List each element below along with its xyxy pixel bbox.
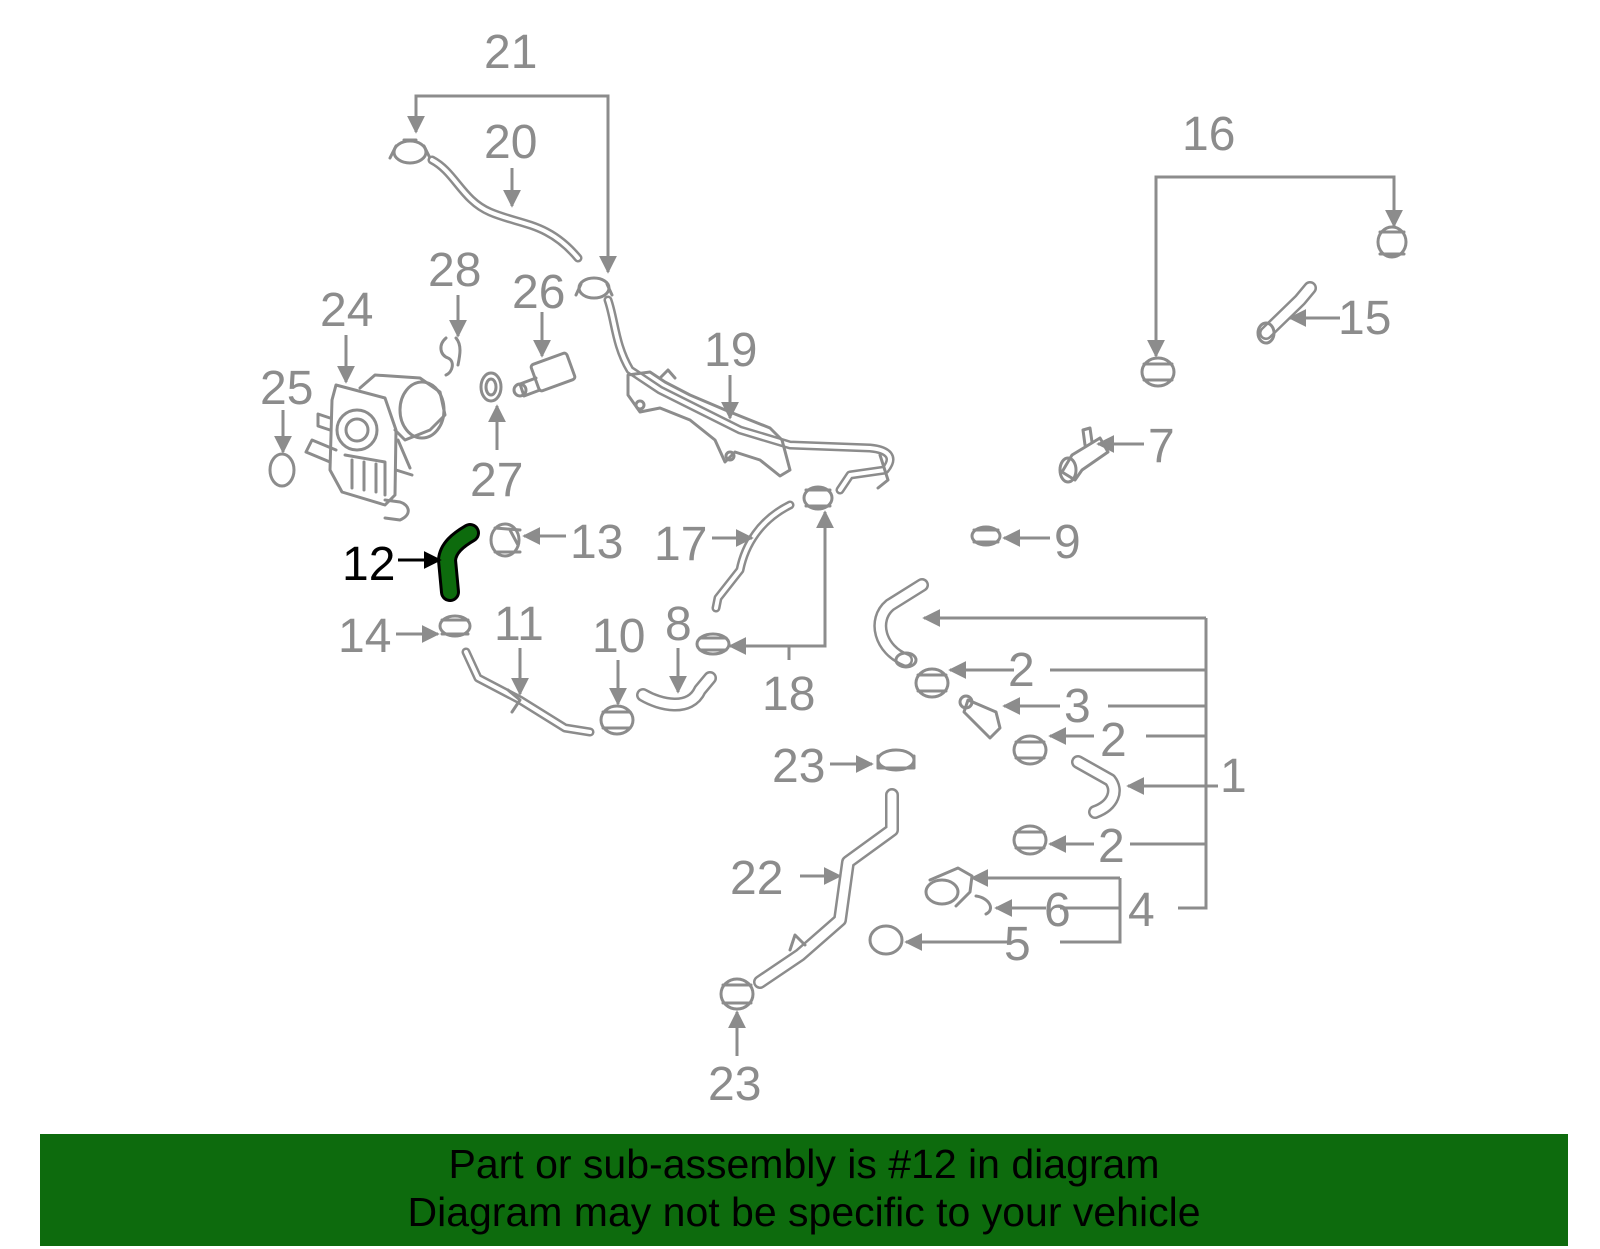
callout-12-highlighted[interactable]: 12 [342,538,395,591]
callout-15: 15 [1338,292,1391,345]
clamp-21-top [388,138,432,165]
leader-lines [274,94,1403,1056]
clamp-10 [599,704,635,736]
clamp-13 [489,522,522,558]
clamp-16-right [1376,225,1408,259]
clamp-2-upper [914,667,950,699]
callout-23-bottom: 23 [708,1058,761,1111]
callout-7: 7 [1148,420,1175,473]
hose-12-highlighted[interactable] [437,523,480,602]
clamp-23-bottom [719,977,755,1011]
hose-17 [711,500,795,613]
clamp-14 [438,614,472,638]
pipe-22 [753,788,899,989]
callout-18: 18 [762,668,815,721]
callout-16: 16 [1182,108,1235,161]
callout-21: 21 [484,26,537,79]
callout-26: 26 [512,266,565,319]
callout-17: 17 [654,518,707,571]
callout-19: 19 [704,324,757,377]
callout-27: 27 [470,454,523,507]
banner-line-disclaimer: Diagram may not be specific to your vehi… [407,1189,1201,1235]
fitting-3 [958,694,1002,740]
callout-4: 4 [1128,884,1155,937]
clip-6 [974,894,992,916]
clip-28 [439,336,462,377]
parts-diagram: 21 20 28 26 24 25 19 27 13 17 12 14 11 1… [260,26,1408,1111]
clamp-2-lower [1012,824,1048,856]
clamp-23-top [876,748,916,772]
callout-labels: 21 20 28 26 24 25 19 27 13 17 12 14 11 1… [260,26,1391,1111]
o-ring-25 [268,452,296,488]
sensor-26 [512,351,577,398]
callout-14: 14 [338,610,391,663]
info-banner: Part or sub-assembly is #12 in diagram D… [40,1134,1568,1246]
clamp-18-top [802,485,834,511]
o-ring-27 [479,371,503,403]
callout-9: 9 [1054,516,1081,569]
callout-1: 1 [1220,750,1247,803]
callout-11: 11 [494,598,544,651]
callout-20: 20 [484,116,537,169]
pipe-11 [461,647,595,737]
banner-line-part-number: Part or sub-assembly is #12 in diagram [448,1141,1160,1187]
callout-2-lower: 2 [1098,820,1125,873]
hose-20 [427,155,583,263]
callout-24: 24 [320,284,373,337]
callout-2-middle: 2 [1100,714,1127,767]
cap-4 [924,866,974,908]
callout-28: 28 [428,244,481,297]
callout-23-top: 23 [772,740,825,793]
o-ring-5 [868,924,904,956]
clamp-2-middle [1012,734,1048,766]
callout-6: 6 [1044,884,1071,937]
callout-10: 10 [592,610,645,663]
hose-1-lower [1071,755,1121,819]
callout-3: 3 [1064,680,1091,733]
clamp-21-right [574,276,614,300]
pipe-assembly-19 [603,295,895,495]
hose-8 [636,671,717,712]
clamp-18-left [695,632,731,656]
clamp-16-left [1140,356,1176,388]
hose-15 [1256,281,1317,345]
callout-25: 25 [260,362,313,415]
callout-13: 13 [570,516,623,569]
callout-22: 22 [730,852,783,905]
clamp-9 [970,525,1002,547]
housing-24 [304,373,447,522]
thermostat-housing-7 [1058,426,1110,484]
hose-1-upper [873,578,929,669]
callout-5: 5 [1004,918,1031,971]
callout-2-upper: 2 [1008,644,1035,697]
callout-8: 8 [665,598,692,651]
